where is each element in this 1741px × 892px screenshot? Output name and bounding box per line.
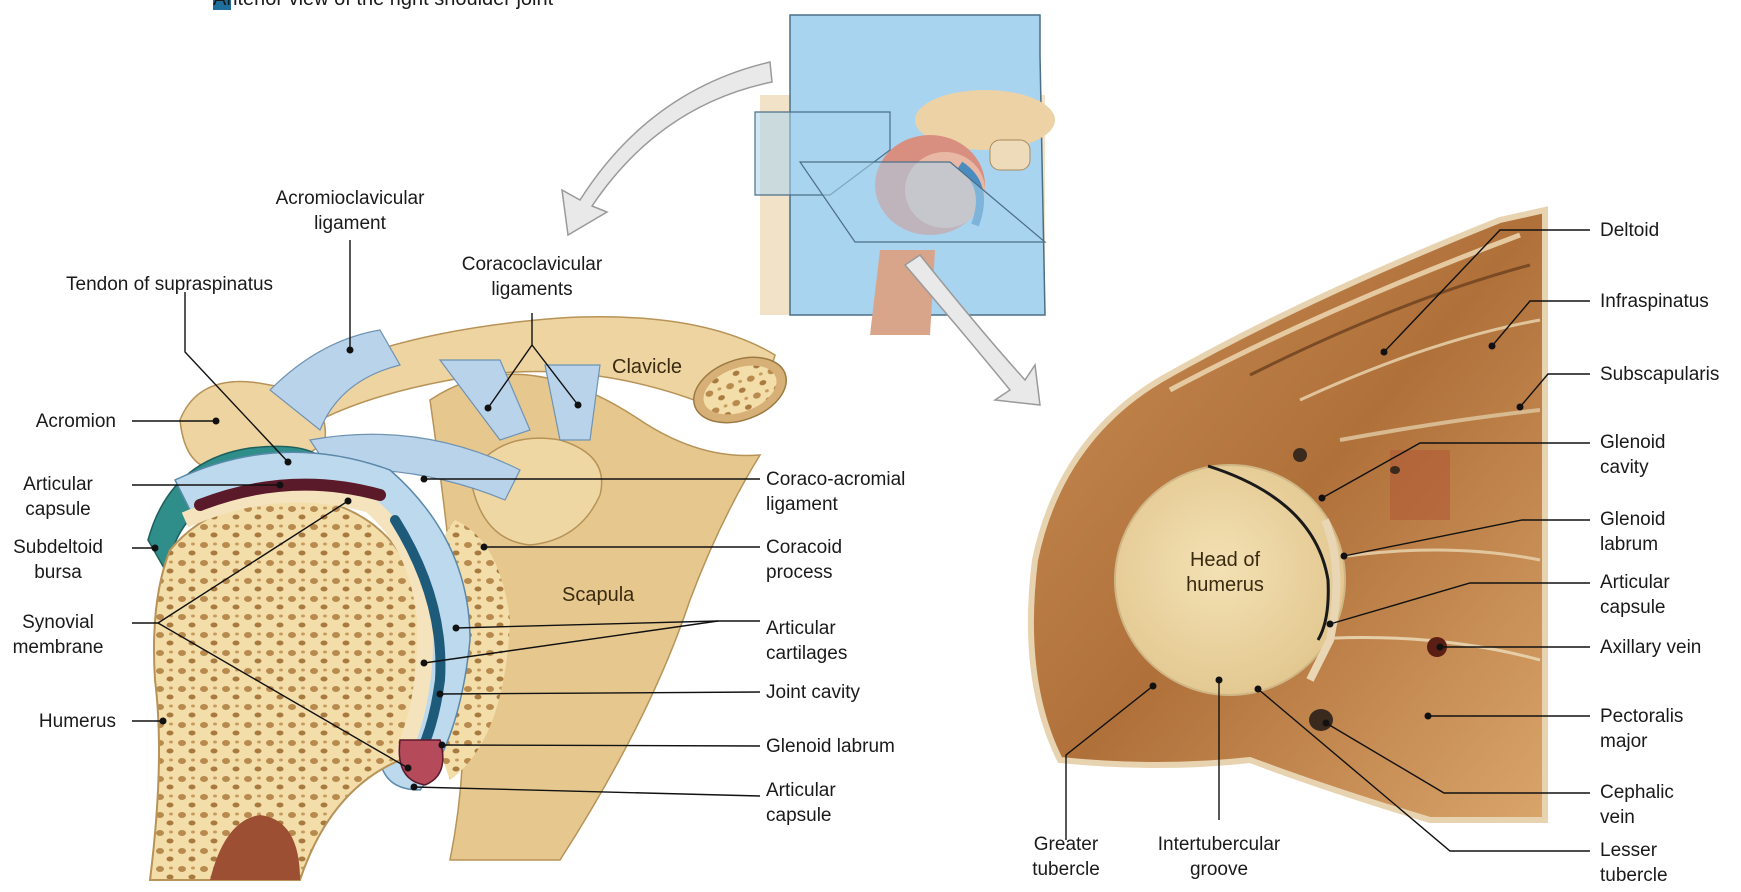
label-axillary-vein: Axillary vein bbox=[1600, 635, 1701, 660]
transverse-section bbox=[1031, 210, 1545, 820]
label-acromion: Acromion bbox=[0, 409, 116, 434]
label-subdeltoid-bursa: Subdeltoid bursa bbox=[0, 535, 116, 585]
label-pectoralis-major: Pectoralis major bbox=[1600, 704, 1683, 754]
label-humerus: Humerus bbox=[0, 709, 116, 734]
label-subscapularis: Subscapularis bbox=[1600, 362, 1719, 387]
label-coracoid-process: Coracoid process bbox=[766, 535, 842, 585]
label-coraco-acromial-ligament: Coraco-acromial ligament bbox=[766, 467, 905, 517]
label-cephalic-vein: Cephalic vein bbox=[1600, 780, 1674, 830]
label-articular-capsule-right: Articular capsule bbox=[1600, 570, 1670, 620]
label-deltoid: Deltoid bbox=[1600, 218, 1659, 243]
label-glenoid-labrum-right: Glenoid labrum bbox=[1600, 507, 1666, 557]
arrow-to-left-icon bbox=[562, 62, 772, 235]
cephalic-vein-mark bbox=[1309, 709, 1333, 731]
inset-sketch bbox=[755, 15, 1055, 335]
label-coracoclavicular-ligaments: Coracoclavicular ligaments bbox=[447, 252, 617, 302]
label-tendon-supraspinatus: Tendon of supraspinatus bbox=[66, 272, 273, 297]
label-glenoid-labrum-left: Glenoid labrum bbox=[766, 734, 895, 759]
label-head-of-humerus: Head of humerus bbox=[1160, 548, 1290, 598]
label-intertubercular-groove: Intertubercular groove bbox=[1139, 832, 1299, 882]
label-greater-tubercle: Greater tubercle bbox=[1006, 832, 1126, 882]
label-glenoid-cavity: Glenoid cavity bbox=[1600, 430, 1666, 480]
frontal-section bbox=[148, 317, 795, 880]
label-articular-cartilages: Articular cartilages bbox=[766, 616, 847, 666]
label-acromioclavicular-ligament: Acromioclavicular ligament bbox=[255, 186, 445, 236]
label-joint-cavity: Joint cavity bbox=[766, 680, 860, 705]
label-articular-capsule-left: Articular capsule bbox=[0, 472, 116, 522]
label-infraspinatus: Infraspinatus bbox=[1600, 289, 1709, 314]
label-synovial-membrane: Synovial membrane bbox=[0, 610, 116, 660]
label-articular-capsule-bottom: Articular capsule bbox=[766, 778, 836, 828]
label-lesser-tubercle: Lesser tubercle bbox=[1600, 838, 1668, 888]
label-scapula: Scapula bbox=[562, 583, 634, 608]
label-clavicle: Clavicle bbox=[612, 355, 682, 380]
